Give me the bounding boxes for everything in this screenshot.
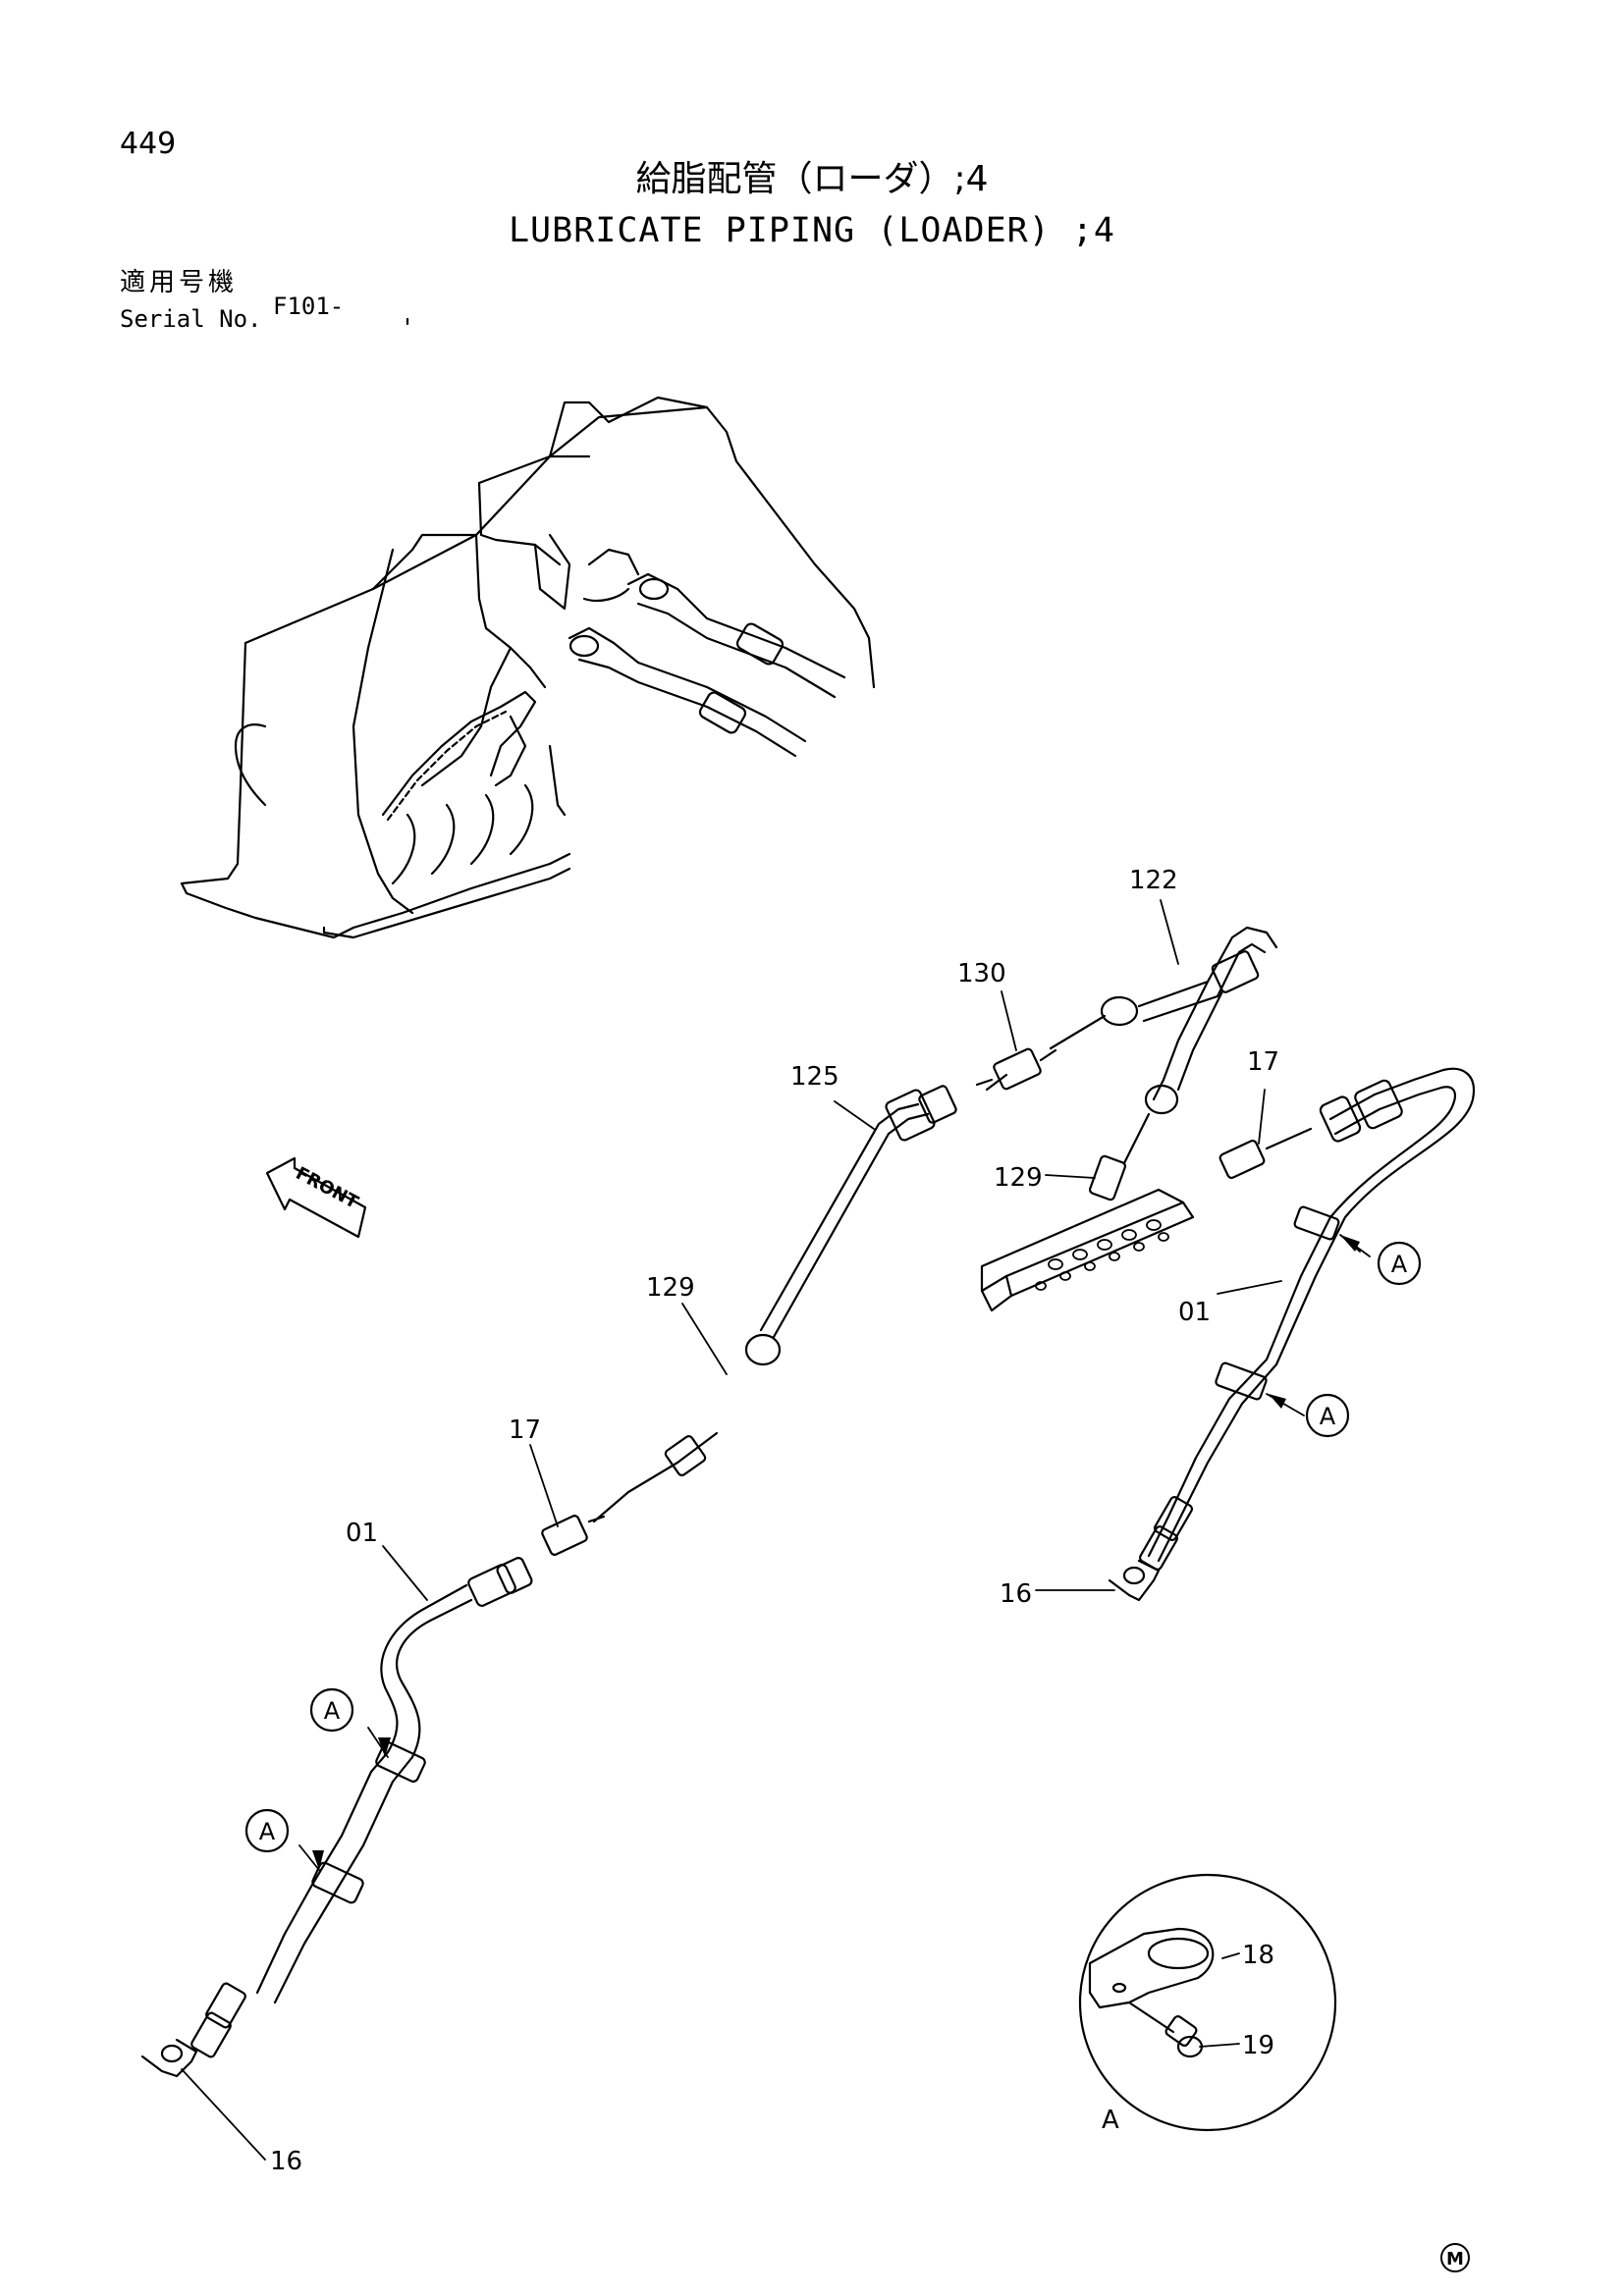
- svg-text:A: A: [324, 1697, 341, 1725]
- svg-text:A: A: [1320, 1403, 1336, 1430]
- callout-18: 18: [1242, 1941, 1274, 1970]
- callout-17-right: 17: [1247, 1047, 1279, 1077]
- marker-arrowheads: [312, 1235, 1360, 1870]
- serial-label-jp: 適用号機: [120, 268, 239, 297]
- section-marker-a4: A: [244, 1808, 290, 1853]
- section-marker-a3: A: [309, 1687, 354, 1733]
- callout-19: 19: [1242, 2031, 1274, 2060]
- callout-122: 122: [1129, 866, 1178, 895]
- hose-01-left: [140, 1431, 719, 2078]
- svg-text:M: M: [1446, 2249, 1464, 2269]
- svg-text:A: A: [259, 1818, 276, 1845]
- page-title-en: LUBRICATE PIPING (LOADER) ;4: [508, 211, 1115, 250]
- section-marker-a2: A: [1305, 1393, 1350, 1438]
- page-number: 449: [120, 127, 177, 161]
- serial-value: F101-: [273, 293, 345, 320]
- section-marker-a1: A: [1377, 1241, 1422, 1286]
- callout-129-upper: 129: [994, 1163, 1043, 1193]
- callout-labels: 122 130 125 17 129 01 129 17 01 16 16 18…: [270, 866, 1279, 2176]
- serial-label-en: Serial No.: [120, 305, 262, 333]
- callout-01-right: 01: [1178, 1298, 1211, 1327]
- callout-129-lower: 129: [646, 1273, 695, 1303]
- callout-125: 125: [790, 1062, 839, 1092]
- callout-16-left: 16: [270, 2147, 302, 2176]
- page-title-jp: 給脂配管（ローダ）;4: [635, 159, 989, 199]
- svg-text:A: A: [1391, 1251, 1408, 1278]
- callout-130: 130: [957, 959, 1006, 988]
- callout-16-right: 16: [1000, 1579, 1032, 1609]
- detail-a-label: A: [1102, 2106, 1119, 2135]
- footer-mark: M: [1440, 2243, 1470, 2272]
- callout-17-left: 17: [509, 1415, 541, 1445]
- loader-bucket-illustration: [180, 317, 876, 939]
- pipe-125-assembly: [744, 926, 1313, 1366]
- hose-01-right: [1108, 1067, 1476, 1602]
- callout-01-left: 01: [346, 1519, 378, 1548]
- front-direction-arrow: FRONT: [265, 1156, 367, 1239]
- detail-a-view: [1078, 1873, 1337, 2132]
